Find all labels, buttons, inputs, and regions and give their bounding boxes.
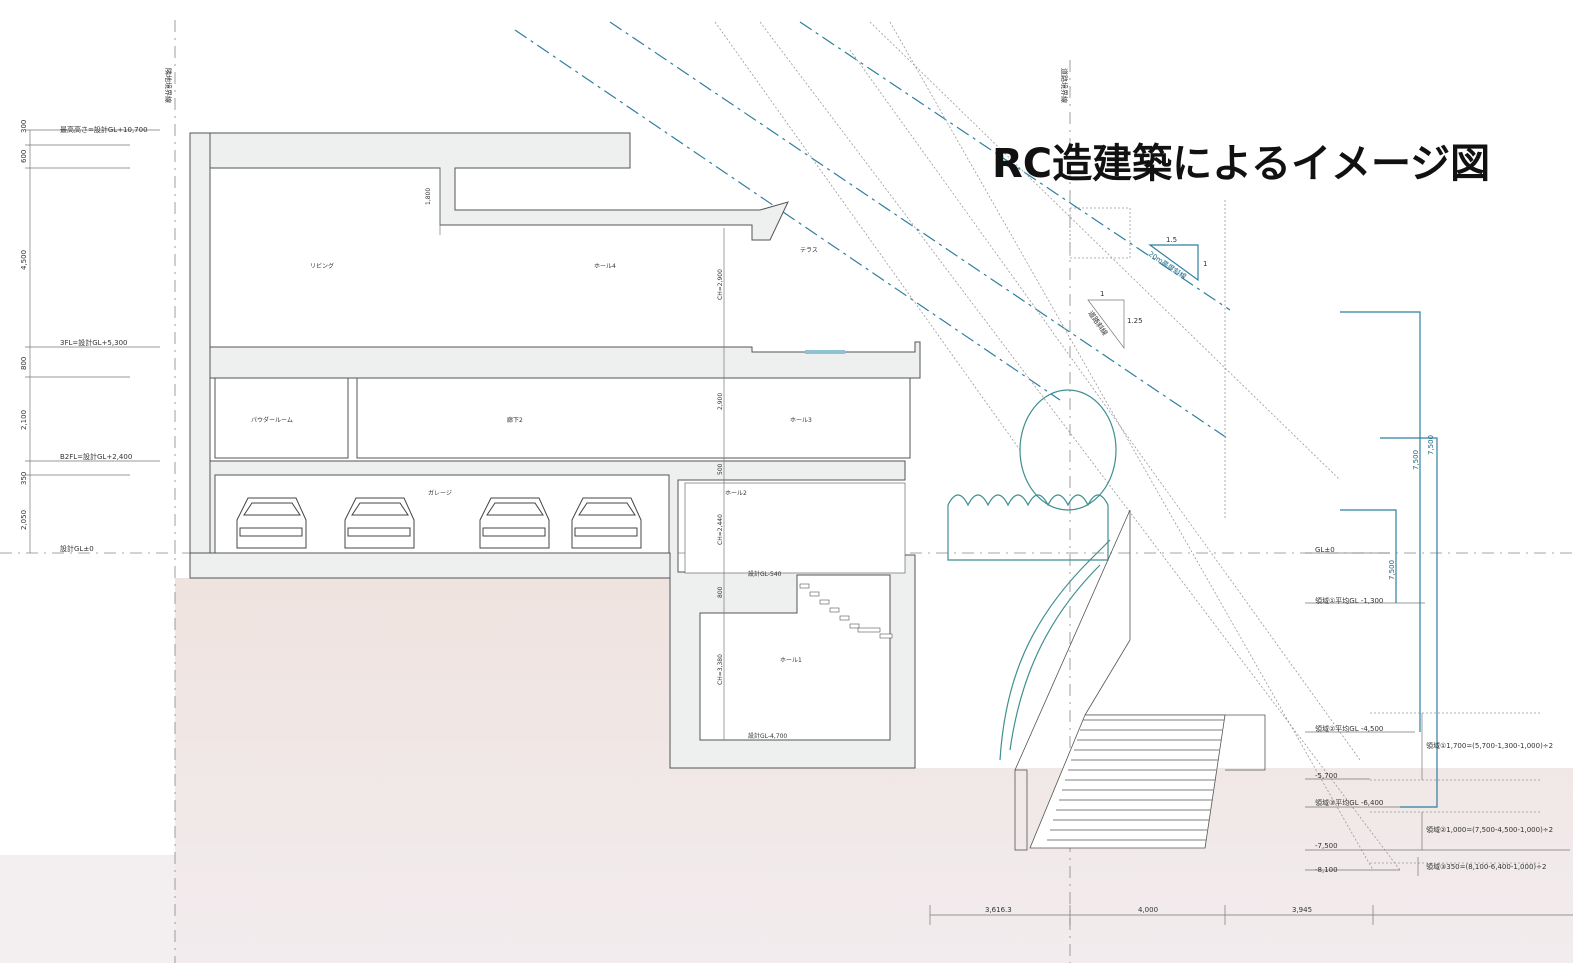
car-icon: [236, 497, 307, 549]
svg-text:1.25: 1.25: [1127, 317, 1143, 325]
svg-text:GL±0: GL±0: [1315, 546, 1335, 554]
svg-text:領域①平均GL -1,300: 領域①平均GL -1,300: [1315, 596, 1383, 605]
svg-text:800: 800: [717, 586, 724, 598]
trees: [947, 389, 1117, 761]
building-section: [189, 132, 921, 769]
right-boundary-label: 道路境界線: [1060, 68, 1069, 103]
svg-text:2,900: 2,900: [717, 393, 724, 410]
svg-text:3,945: 3,945: [1292, 906, 1312, 914]
svg-text:-7,500: -7,500: [1315, 842, 1338, 850]
car-icon: [479, 497, 550, 549]
room-hall4: ホール4: [594, 263, 616, 270]
dim-300: 300: [20, 120, 28, 133]
room-powder: パウダールーム: [251, 416, 293, 424]
dim-600: 600: [20, 150, 28, 163]
dim-350: 350: [20, 472, 28, 485]
svg-text:20m高度斜線: 20m高度斜線: [1147, 249, 1188, 281]
room-hall1: ホール1: [780, 657, 802, 664]
right-dimensions: 7,500 7,500 7,500 領域①1,700=(5,700-1,300-…: [1340, 311, 1553, 876]
svg-text:1.5: 1.5: [1166, 236, 1177, 244]
svg-text:領域②平均GL -4,500: 領域②平均GL -4,500: [1315, 724, 1383, 733]
right-levels: GL±0 領域①平均GL -1,300 領域②平均GL -4,500 -5,70…: [1305, 546, 1570, 874]
dim-800: 800: [20, 357, 28, 370]
room-corridor2: 廊下2: [507, 416, 523, 424]
svg-text:500: 500: [717, 463, 724, 475]
svg-text:7,500: 7,500: [1388, 560, 1396, 580]
embankment: [1014, 509, 1266, 851]
dim-2050: 2,050: [20, 510, 28, 530]
dim-4500: 4,500: [20, 250, 28, 270]
svg-text:領域①1,700=(5,700-1,300-1,000)÷2: 領域①1,700=(5,700-1,300-1,000)÷2: [1426, 741, 1553, 750]
svg-text:-8,100: -8,100: [1315, 866, 1338, 874]
svg-text:1: 1: [1100, 290, 1104, 298]
svg-text:1: 1: [1203, 260, 1207, 268]
cars: [236, 497, 642, 549]
level-gl: 設計GL±0: [60, 544, 94, 553]
svg-text:領域③350=(8,100-6,400-1,000)÷2: 領域③350=(8,100-6,400-1,000)÷2: [1426, 862, 1546, 871]
stairs: [799, 583, 893, 639]
left-boundary-label: 隣地境界線: [164, 68, 173, 103]
ground-fill: [0, 578, 1573, 963]
drawing-title: RC造建築によるイメージ図: [992, 141, 1490, 187]
left-dimensions: 300 600 4,500 800 2,100 350 2,050 最高高さ=設…: [20, 120, 160, 553]
level-max-height: 最高高さ=設計GL+10,700: [60, 125, 148, 134]
bottom-dimensions: 3,616.3 4,000 3,945: [929, 905, 1573, 925]
room-hall2: ホール2: [725, 490, 747, 497]
svg-text:設計GL-4,700: 設計GL-4,700: [748, 732, 787, 740]
level-3fl: 3FL=設計GL+5,300: [60, 338, 127, 347]
room-garage: ガレージ: [428, 489, 452, 497]
svg-text:7,500: 7,500: [1412, 450, 1420, 470]
car-icon: [571, 497, 642, 549]
svg-text:3,616.3: 3,616.3: [985, 906, 1012, 914]
dim-2100: 2,100: [20, 410, 28, 430]
svg-text:-5,700: -5,700: [1315, 772, 1338, 780]
svg-text:CH=2,900: CH=2,900: [717, 269, 724, 300]
height-slope-triangle: 1.5 1 20m高度斜線: [1147, 236, 1207, 282]
svg-text:領域③平均GL -6,400: 領域③平均GL -6,400: [1315, 798, 1383, 807]
room-terrace: テラス: [800, 247, 818, 254]
svg-text:設計GL-540: 設計GL-540: [748, 570, 782, 578]
svg-text:1,800: 1,800: [425, 188, 432, 205]
room-hall3: ホール3: [790, 417, 812, 424]
svg-text:4,000: 4,000: [1138, 906, 1158, 914]
svg-text:領域②1,000=(7,500-4,500-1,000)÷2: 領域②1,000=(7,500-4,500-1,000)÷2: [1426, 825, 1553, 834]
svg-text:CH=3,380: CH=3,380: [717, 654, 724, 685]
slope-lines: [514, 21, 1401, 871]
svg-text:CH=2,440: CH=2,440: [717, 514, 724, 545]
room-living: リビング: [310, 262, 334, 270]
level-2fl: B2FL=設計GL+2,400: [60, 452, 132, 461]
svg-text:7,500: 7,500: [1427, 435, 1435, 455]
road-slope-triangle: 1 1.25 道路斜線: [1086, 290, 1143, 350]
car-icon: [344, 497, 415, 549]
